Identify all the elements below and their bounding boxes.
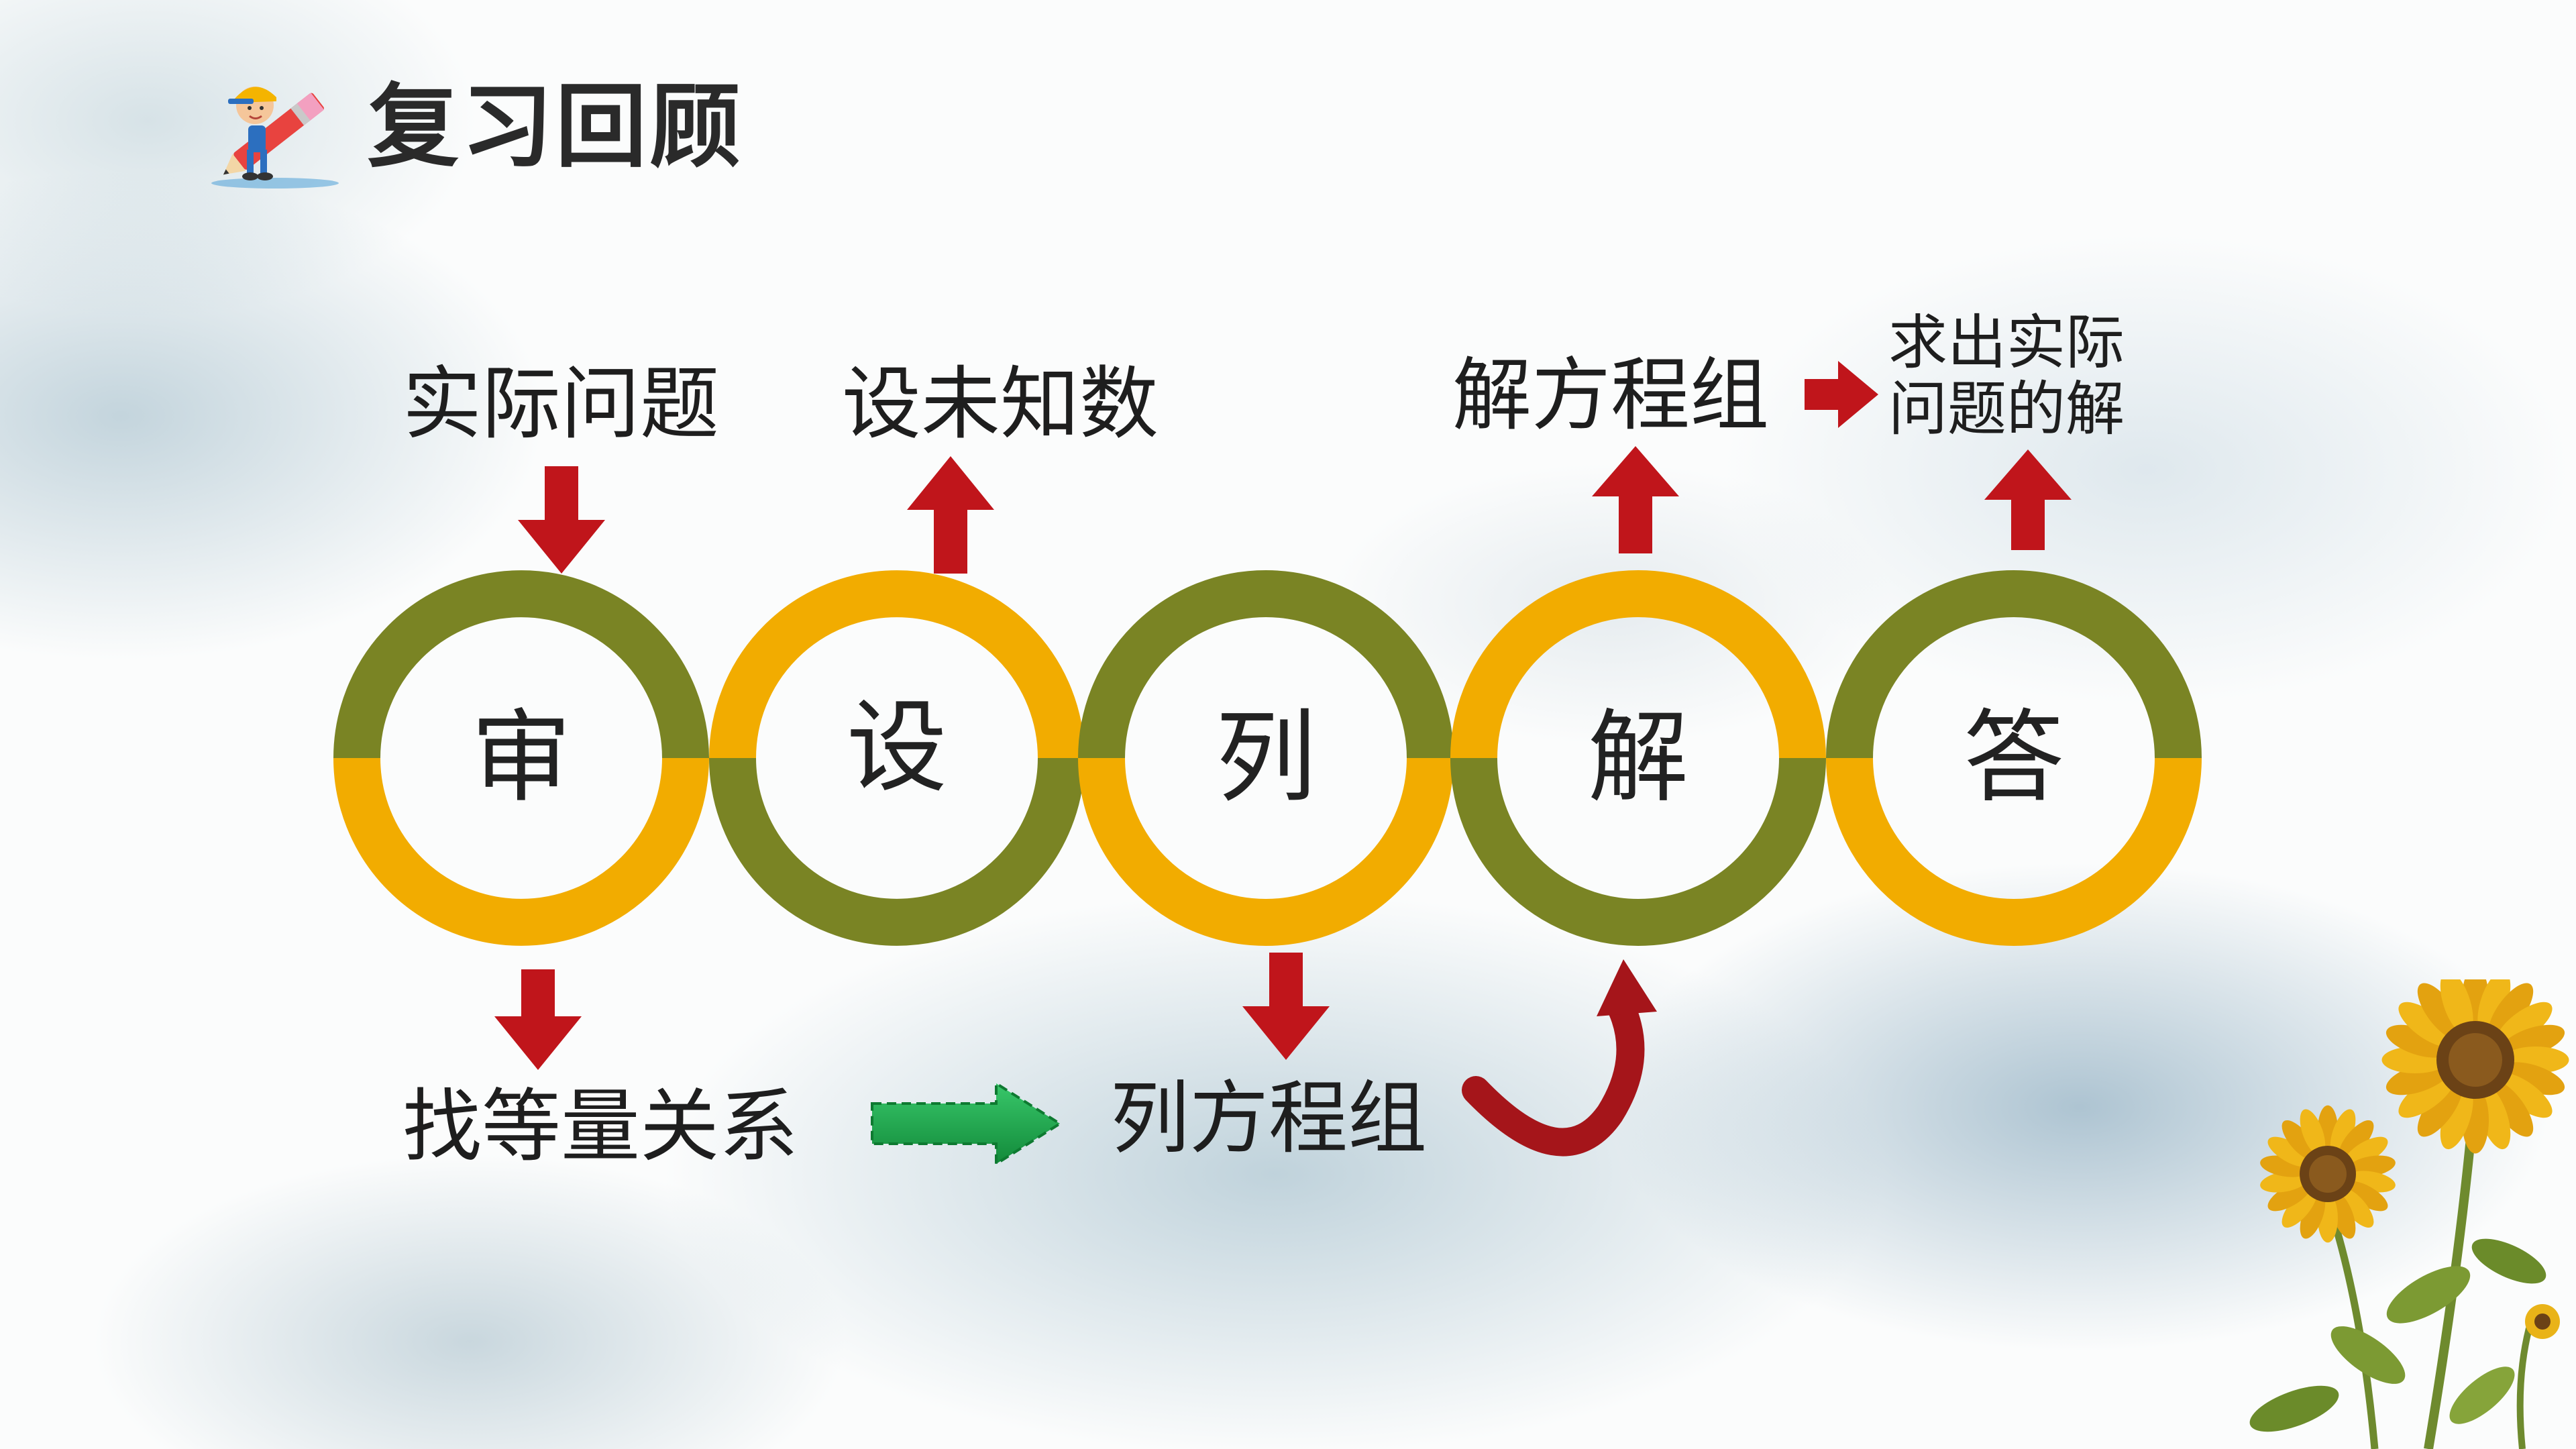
ring-top-arc bbox=[709, 570, 1085, 759]
ring-bottom-arc bbox=[1078, 757, 1454, 946]
sunflower-petal bbox=[2398, 1002, 2455, 1047]
sunflower-petal bbox=[2440, 1085, 2473, 1150]
ring-top-arc bbox=[1078, 570, 1454, 759]
title-bar: 复习回顾 bbox=[201, 64, 743, 191]
arrow-up-to-unknowns bbox=[907, 456, 994, 574]
sunflower-petal bbox=[2267, 1181, 2312, 1212]
label-find-equal-relation: 找等量关系 bbox=[402, 1080, 799, 1173]
arrow-down-to-list bbox=[1242, 953, 1330, 1060]
sunflower-petal bbox=[2330, 1109, 2356, 1156]
label-actual-problem: 实际问题 bbox=[402, 358, 720, 450]
arrow-down-to-relation bbox=[494, 969, 582, 1070]
arrow-up-to-answer bbox=[1984, 449, 2072, 550]
sunflower-petal bbox=[2339, 1120, 2374, 1160]
sunflower-petal bbox=[2501, 1062, 2565, 1095]
sunflower-petal bbox=[2488, 1081, 2534, 1137]
sunflower-petal bbox=[2477, 979, 2511, 1034]
label-find-solution-line2: 问题的解 bbox=[1888, 374, 2125, 443]
sunflower-petal bbox=[2282, 1188, 2317, 1228]
sunflower-petal bbox=[2344, 1136, 2388, 1167]
curved-arrow-head bbox=[1597, 959, 1657, 1016]
sunflower-petal bbox=[2267, 1136, 2312, 1167]
page-title: 复习回顾 bbox=[368, 74, 743, 180]
sunflower-petal bbox=[2344, 1181, 2388, 1212]
label-set-unknowns: 设未知数 bbox=[842, 358, 1159, 450]
step-list: 列 bbox=[1215, 700, 1316, 816]
label-solve-system: 解方程组 bbox=[1452, 349, 1770, 441]
ring-top-arc bbox=[333, 570, 709, 759]
ring-top-arc bbox=[1450, 570, 1826, 759]
sunflower-petal bbox=[2282, 1120, 2317, 1160]
sunflower-petal bbox=[2417, 983, 2463, 1039]
arrow-down-to-review bbox=[518, 466, 605, 574]
step-set: 设 bbox=[846, 690, 947, 806]
step-rings bbox=[333, 570, 2202, 946]
step-solve: 解 bbox=[1587, 700, 1688, 816]
label-find-solution-line1: 求出实际 bbox=[1888, 308, 2125, 377]
curved-arrow-to-solve bbox=[1462, 996, 1645, 1157]
mascot-pencil-icon bbox=[211, 87, 339, 189]
step-review: 审 bbox=[470, 700, 572, 816]
sunflower-petal bbox=[2385, 1024, 2450, 1058]
arrow-right-to-solution bbox=[1805, 361, 1878, 428]
label-list-system: 列方程组 bbox=[1110, 1072, 1428, 1165]
sunflower-petal bbox=[2300, 1109, 2326, 1156]
sunflower-petal bbox=[2330, 1192, 2356, 1239]
sunflower-petal bbox=[2496, 1073, 2553, 1118]
sunflower-petal bbox=[2496, 1002, 2553, 1047]
step-answer: 答 bbox=[1963, 700, 2064, 816]
sunflower-petal bbox=[2300, 1192, 2326, 1239]
sunflower-illustration bbox=[2249, 979, 2569, 1449]
sunflower-petal bbox=[2488, 983, 2534, 1039]
ring-bottom-arc bbox=[1450, 757, 1826, 946]
sunflower-petal bbox=[2339, 1188, 2374, 1228]
arrow-up-to-solve bbox=[1592, 446, 1679, 553]
sunflower-petal bbox=[2398, 1073, 2455, 1118]
sunflower-petal bbox=[2417, 1081, 2463, 1137]
label-find-solution: 求出实际 问题的解 bbox=[1888, 308, 2125, 443]
ring-top-arc bbox=[1826, 570, 2202, 759]
ring-bottom-arc bbox=[709, 757, 1085, 946]
ring-bottom-arc bbox=[333, 757, 709, 946]
ring-bottom-arc bbox=[1826, 757, 2202, 946]
sunflower-petal bbox=[2440, 979, 2473, 1034]
arrow-right-to-list-system bbox=[871, 1081, 1063, 1167]
